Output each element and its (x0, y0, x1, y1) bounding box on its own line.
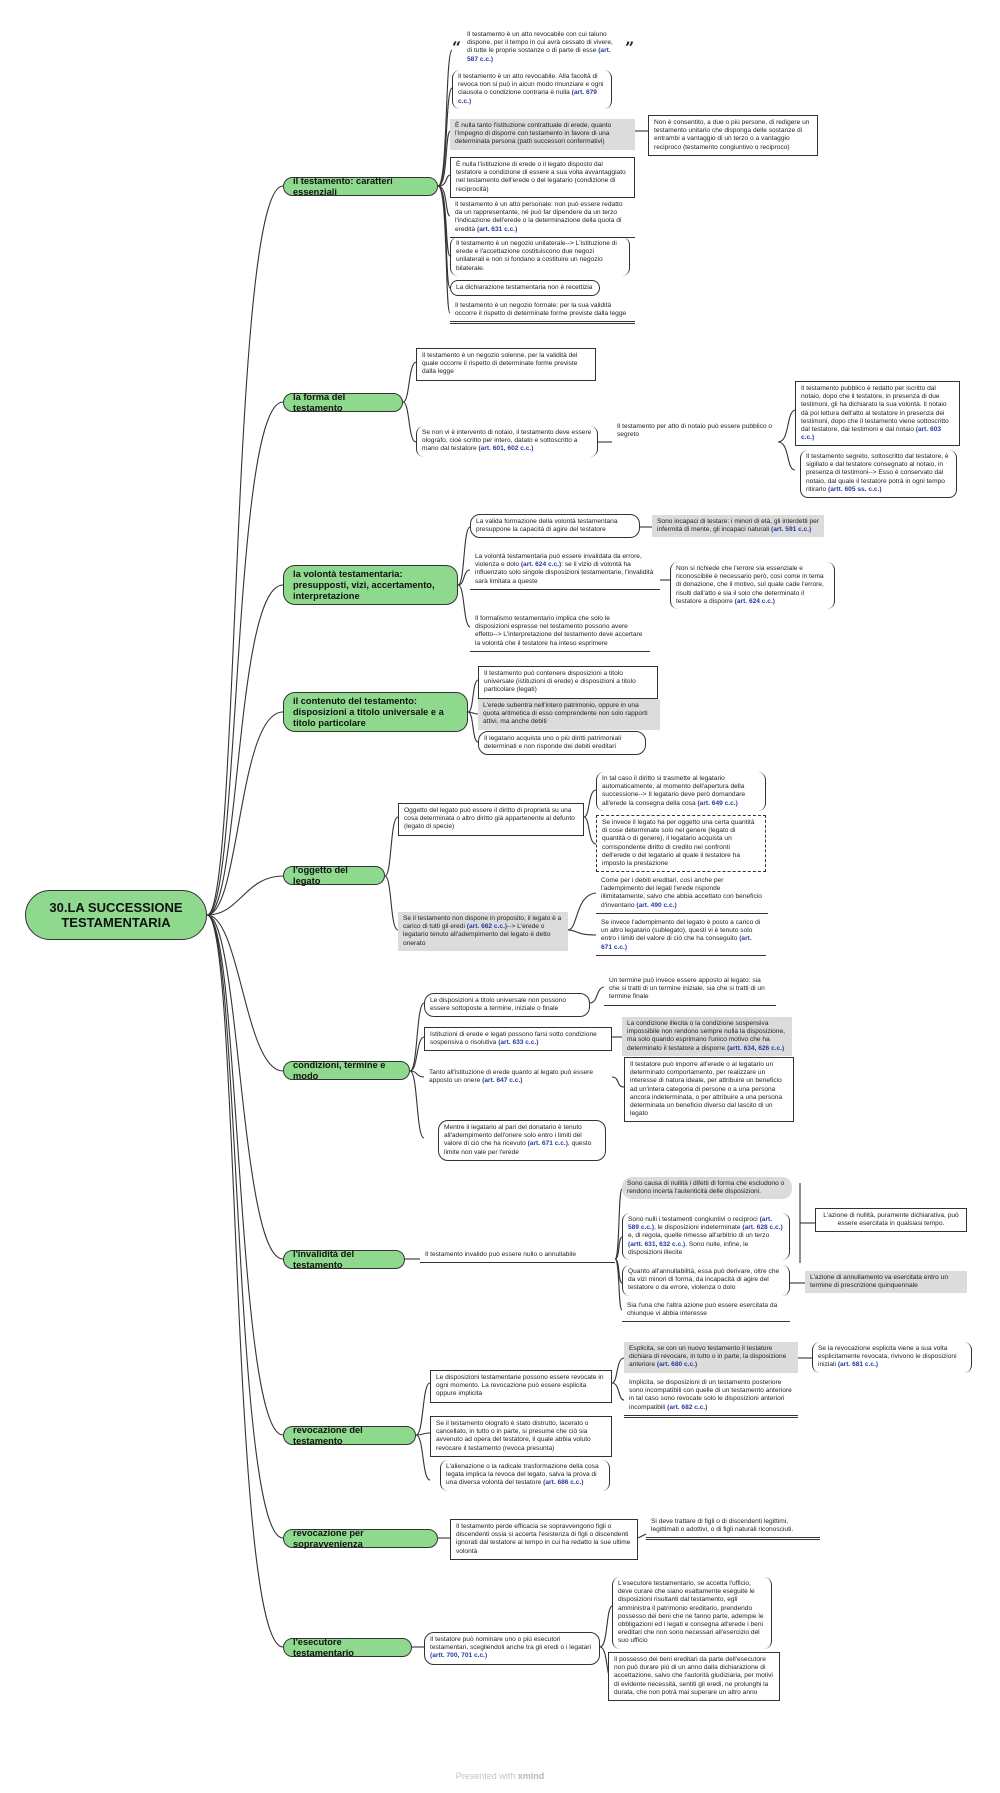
note-revoca-ogni-momento[interactable]: Le disposizioni testamentarie possono es… (430, 1370, 612, 1403)
note-legato-quantita[interactable]: Se invece il legato ha per oggetto una c… (596, 815, 766, 873)
note-atto-personale[interactable]: Il testamento è un atto personale: non p… (450, 198, 635, 238)
note-interpretazione[interactable]: Il formalismo testamentario implica che … (470, 612, 650, 652)
note-disposizioni-universali-particolari[interactable]: Il testamento può contenere disposizioni… (478, 666, 658, 699)
note-non-recettizia[interactable]: La dichiarazione testamentaria non è rec… (450, 280, 600, 297)
note-comportamento-onere[interactable]: Il testatore può imporre all'erede o al … (624, 1057, 794, 1123)
topic-revocazione-testamento[interactable]: revocazione del testamento (283, 1425, 416, 1446)
note-sopravvenienza-figli[interactable]: Il testamento perde efficacia se sopravv… (450, 1519, 638, 1560)
note-possesso-beni[interactable]: Il possesso dei beni ereditari da parte … (608, 1652, 780, 1702)
topic-condizioni-termine-modo[interactable]: condizioni, termine e modo (283, 1060, 410, 1081)
xmind-watermark: Presented with xmind (455, 1771, 545, 1781)
note-testamento-olografo[interactable]: Se non vi è intervento di notaio, il tes… (416, 426, 598, 457)
note-limite-onere[interactable]: Mentre il legatario al pari del donatari… (438, 1120, 606, 1161)
note-incapaci-testare[interactable]: Sono incapaci di testare: i minori di et… (652, 515, 824, 538)
note-errore-motivo[interactable]: Non si richiede che l'errore sia essenzi… (670, 562, 835, 610)
note-condizione-sospensiva[interactable]: Istituzioni di erede e legati possono fa… (424, 1027, 612, 1052)
note-difetti-forma[interactable]: Sono causa di nullità i difetti di forma… (622, 1177, 792, 1200)
note-termine-legato[interactable]: Un termine può invece essere apposto al … (604, 974, 776, 1006)
note-negozio-formale[interactable]: Il testamento è un negozio formale: per … (450, 299, 635, 325)
note-negozio-solenne[interactable]: Il testamento è un negozio solenne, per … (416, 348, 596, 381)
note-erede-subentra[interactable]: L'erede subentra nell'intero patrimonio,… (478, 699, 660, 730)
note-testamento-pubblico[interactable]: Il testamento pubblico è redatto per isc… (795, 381, 960, 447)
central-topic[interactable]: 30.LA SUCCESSIONE TESTAMENTARIA (25, 890, 207, 940)
note-atto-revocabile[interactable]: Il testamento è un atto revocabile. Alla… (452, 70, 612, 109)
topic-contenuto-testamento[interactable]: il contenuto del testamento: disposizion… (283, 692, 468, 732)
open-quote-icon: “ (452, 38, 462, 57)
note-capacita-agire[interactable]: La valida formazione della volontà testa… (470, 514, 640, 539)
note-condizione-illecita[interactable]: La condizione illecita o la condizione s… (622, 1017, 792, 1056)
note-atto-notaio[interactable]: Il testamento per atto di notaio può ess… (617, 423, 773, 439)
note-negozio-unilaterale[interactable]: Il testamento è un negozio unilaterale--… (450, 237, 630, 276)
note-trasmissione-automatica[interactable]: In tal caso il diritto si trasmette al l… (596, 772, 766, 811)
note-definizione-testamento[interactable]: Il testamento è un atto revocabile con c… (467, 31, 613, 63)
note-onerato[interactable]: Se il testamento non dispone in proposit… (398, 912, 568, 951)
topic-invalidita-testamento[interactable]: l'invalidità del testamento (283, 1249, 405, 1270)
topic-caratteri-essenziali[interactable]: il testamento: caratteri essenziali (283, 176, 438, 197)
note-figli-discendenti[interactable]: Si deve trattare di figli o di discenden… (646, 1515, 820, 1541)
note-nullo-annullabile[interactable]: Il testamento invalido può essere nullo … (420, 1248, 615, 1264)
note-azione-nullita[interactable]: L'azione di nullità, puramente dichiarat… (815, 1208, 967, 1233)
note-condizione-reciprocita[interactable]: È nulla l'istituzione di erede o il lega… (450, 157, 635, 198)
topic-revocazione-sopravvenienza[interactable]: revocazione per sopravvenienza (283, 1528, 438, 1549)
note-beneficio-inventario[interactable]: Come per i debiti ereditari, così anche … (596, 874, 768, 914)
note-testamenti-nulli[interactable]: Sono nulli i testamenti congiuntivi o re… (622, 1213, 790, 1261)
note-nomina-esecutori[interactable]: Il testatore può nominare uno o più esec… (424, 1632, 600, 1665)
note-vizi-volonta[interactable]: La volontà testamentaria può essere inva… (470, 550, 660, 590)
note-revoca-presunta[interactable]: Se il testamento olografo è stato distru… (430, 1416, 612, 1457)
note-onere[interactable]: Tanto all'istituzione di erede quanto al… (429, 1069, 594, 1085)
note-revoca-implicita[interactable]: Implicita, se disposizioni di un testame… (624, 1376, 798, 1418)
topic-esecutore-testamentario[interactable]: l'esecutore testamentario (283, 1637, 412, 1658)
topic-volonta-testamentaria[interactable]: la volontà testamentaria: presupposti, v… (283, 565, 458, 605)
note-testamento-congiuntivo[interactable]: Non è consentito, a due o più persone, d… (648, 115, 818, 156)
note-patti-successori[interactable]: È nulla tanto l'istituzione contrattuale… (450, 119, 635, 150)
note-revoca-esplicita[interactable]: Esplicita, se con un nuovo testamento il… (624, 1342, 798, 1373)
note-compiti-esecutore[interactable]: L'esecutore testamentario, se accetta l'… (612, 1577, 772, 1649)
note-legato-di-specie[interactable]: Oggetto del legato può essere il diritto… (398, 803, 584, 836)
note-legatario-acquista[interactable]: Il legatario acquista uno o più diritti … (478, 731, 646, 756)
note-testamento-segreto[interactable]: Il testamento segreto, sottoscritto dal … (800, 450, 957, 499)
topic-oggetto-legato[interactable]: l'oggetto del legato (283, 865, 385, 886)
close-quote-icon: ” (625, 38, 635, 57)
topic-forma-testamento[interactable]: la forma del testamento (283, 392, 403, 413)
note-chiunque-interesse[interactable]: Sia l'una che l'altra azione può essere … (622, 1299, 790, 1323)
note-prescrizione-quinquennale[interactable]: L'azione di annullamento va esercitata e… (805, 1271, 967, 1294)
note-alienazione-cosa-legata[interactable]: L'alienazione o la radicale trasformazio… (440, 1460, 610, 1491)
note-termine-universale[interactable]: Le disposizioni a titolo universale non … (424, 993, 590, 1018)
note-revoca-della-revoca[interactable]: Se la revocazione esplicita viene a sua … (812, 1342, 972, 1373)
note-sublegato[interactable]: Se invece l'adempimento del legato è pos… (596, 916, 766, 956)
note-annullabilita[interactable]: Quanto all'annullabilità, essa può deriv… (622, 1265, 790, 1296)
